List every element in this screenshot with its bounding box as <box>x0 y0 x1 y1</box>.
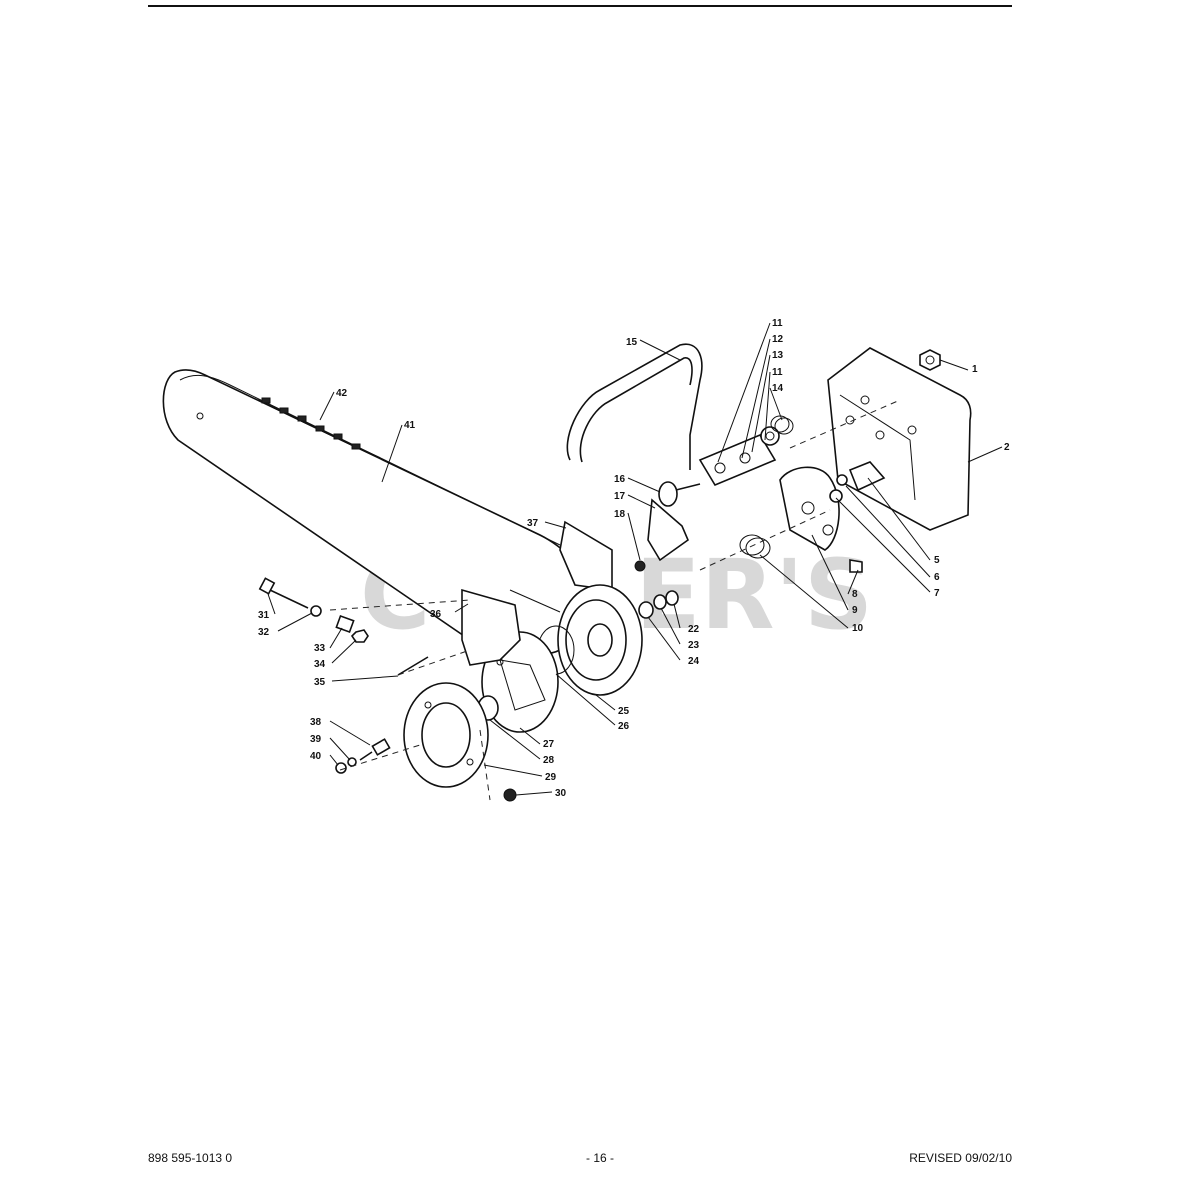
screw-30 <box>503 788 517 802</box>
callout-41: 41 <box>404 420 416 431</box>
footer-revised-date: REVISED 09/02/10 <box>909 1151 1012 1165</box>
callout-25: 25 <box>618 706 630 717</box>
bolt-31 <box>258 577 309 609</box>
callout-36: 36 <box>430 609 442 620</box>
washer-32 <box>310 605 322 617</box>
screw-16 <box>658 481 701 507</box>
screw-18 <box>634 560 646 572</box>
callout-37: 37 <box>527 518 539 529</box>
top-rule <box>148 5 1012 7</box>
handle-bar <box>566 343 703 470</box>
callout-24: 24 <box>688 656 700 667</box>
stud-35 <box>397 656 429 676</box>
callout-16: 16 <box>614 474 626 485</box>
bracket-plates <box>698 426 780 487</box>
callout-30: 30 <box>555 788 567 799</box>
leader-lines <box>267 322 1003 796</box>
callout-27: 27 <box>543 739 555 750</box>
cover-plate-29 <box>403 682 489 788</box>
callout-2: 2 <box>1004 442 1010 453</box>
callout-31: 31 <box>258 610 270 621</box>
callout-22: 22 <box>688 624 700 635</box>
nut-34 <box>350 629 369 643</box>
callout-29: 29 <box>545 772 557 783</box>
screw-38 <box>359 738 391 761</box>
callout-38: 38 <box>310 717 322 728</box>
callout-28: 28 <box>543 755 555 766</box>
callout-8: 8 <box>852 589 858 600</box>
washers-22-24 <box>638 590 679 619</box>
callout-18: 18 <box>614 509 626 520</box>
callout-10: 10 <box>852 623 864 634</box>
callout-26: 26 <box>618 721 630 732</box>
side-cover-2 <box>827 347 972 531</box>
washers-small-parts <box>829 461 886 573</box>
nut-40 <box>335 762 347 774</box>
callout-labels: 1 2 5 6 7 8 9 10 11 12 13 11 14 15 16 17… <box>258 318 1010 799</box>
nut-1 <box>919 349 941 371</box>
callout-35: 35 <box>314 677 326 688</box>
plate-36 <box>461 588 521 666</box>
callout-15: 15 <box>626 337 638 348</box>
footer-page-number: - 16 - <box>585 1151 614 1165</box>
callout-1: 1 <box>972 364 978 375</box>
clutch-drum-25 <box>557 584 643 696</box>
callout-9: 9 <box>852 605 858 616</box>
nut-33 <box>335 614 355 634</box>
callout-33: 33 <box>314 643 326 654</box>
shield-17 <box>647 498 689 562</box>
callout-17: 17 <box>614 491 626 502</box>
callout-40: 40 <box>310 751 322 762</box>
brake-assembly-9 <box>779 466 840 551</box>
callout-39: 39 <box>310 734 322 745</box>
callout-14: 14 <box>772 383 784 394</box>
callout-12: 12 <box>772 334 784 345</box>
callout-32: 32 <box>258 627 270 638</box>
callout-11a: 11 <box>772 318 783 329</box>
callout-23: 23 <box>688 640 700 651</box>
callout-5: 5 <box>934 555 940 566</box>
alignment-axes <box>329 399 901 801</box>
callout-13: 13 <box>772 350 784 361</box>
callout-34: 34 <box>314 659 326 670</box>
spring-10 <box>739 534 771 559</box>
callout-7: 7 <box>934 588 940 599</box>
callout-11b: 11 <box>772 367 783 378</box>
callout-6: 6 <box>934 572 940 583</box>
footer-part-number: 898 595-1013 0 <box>148 1151 233 1165</box>
callout-42: 42 <box>336 388 348 399</box>
saw-chain <box>257 397 381 459</box>
